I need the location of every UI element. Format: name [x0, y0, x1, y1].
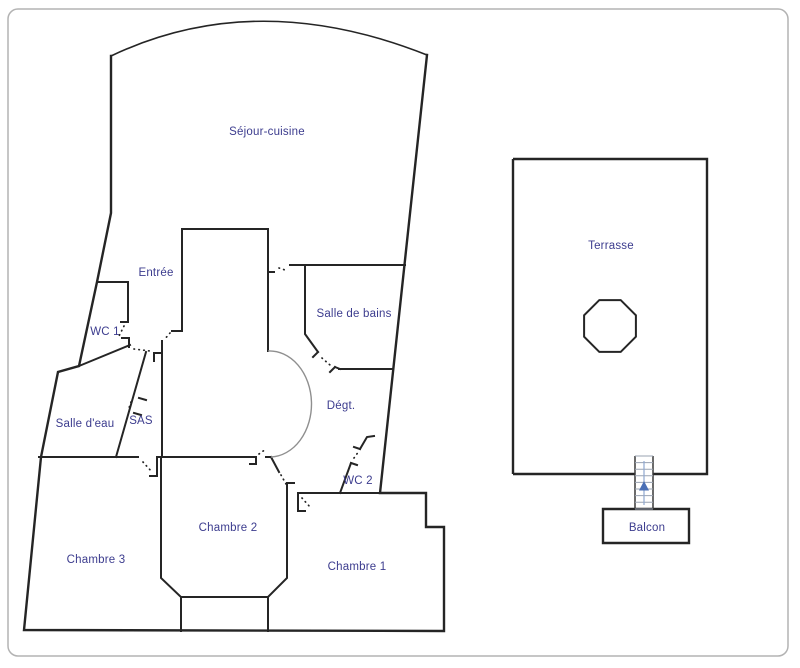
terrace-structure: [511, 157, 709, 545]
terrace-walls: [511, 157, 709, 476]
room-label-entree: Entrée: [138, 267, 173, 279]
door-jambs: [120, 271, 362, 512]
room-label-chambre3: Chambre 3: [67, 554, 126, 566]
direction-arrow-icon: [639, 481, 649, 491]
room-label-salle-d-eau: Salle d'eau: [56, 418, 115, 430]
room-labels: Séjour-cuisine Entrée WC 1 Salle de bain…: [56, 126, 665, 573]
curved-hallway-wall: [267, 350, 313, 458]
room-label-wc2: WC 2: [343, 475, 373, 487]
plan-frame-border: [7, 8, 789, 657]
apartment-walls: [22, 20, 446, 633]
room-label-balcon: Balcon: [629, 522, 665, 534]
interior-walls: [38, 228, 427, 632]
stairs-to-balcony: [634, 455, 654, 510]
room-label-salle-de-bains: Salle de bains: [316, 308, 391, 320]
door-opening-marks: [118, 267, 360, 508]
room-label-chambre2: Chambre 2: [199, 522, 258, 534]
sejour-curved-wall: [109, 20, 429, 58]
balcony-walls: [601, 507, 691, 545]
room-label-terrasse: Terrasse: [588, 240, 634, 252]
octagon-feature: [583, 299, 637, 353]
room-label-sas: SAS: [129, 415, 153, 427]
room-label-degt: Dégt.: [327, 400, 356, 412]
room-label-chambre1: Chambre 1: [328, 561, 387, 573]
room-label-sejour-cuisine: Séjour-cuisine: [229, 126, 305, 138]
room-label-wc1: WC 1: [90, 326, 120, 338]
exterior-walls: [22, 53, 446, 633]
